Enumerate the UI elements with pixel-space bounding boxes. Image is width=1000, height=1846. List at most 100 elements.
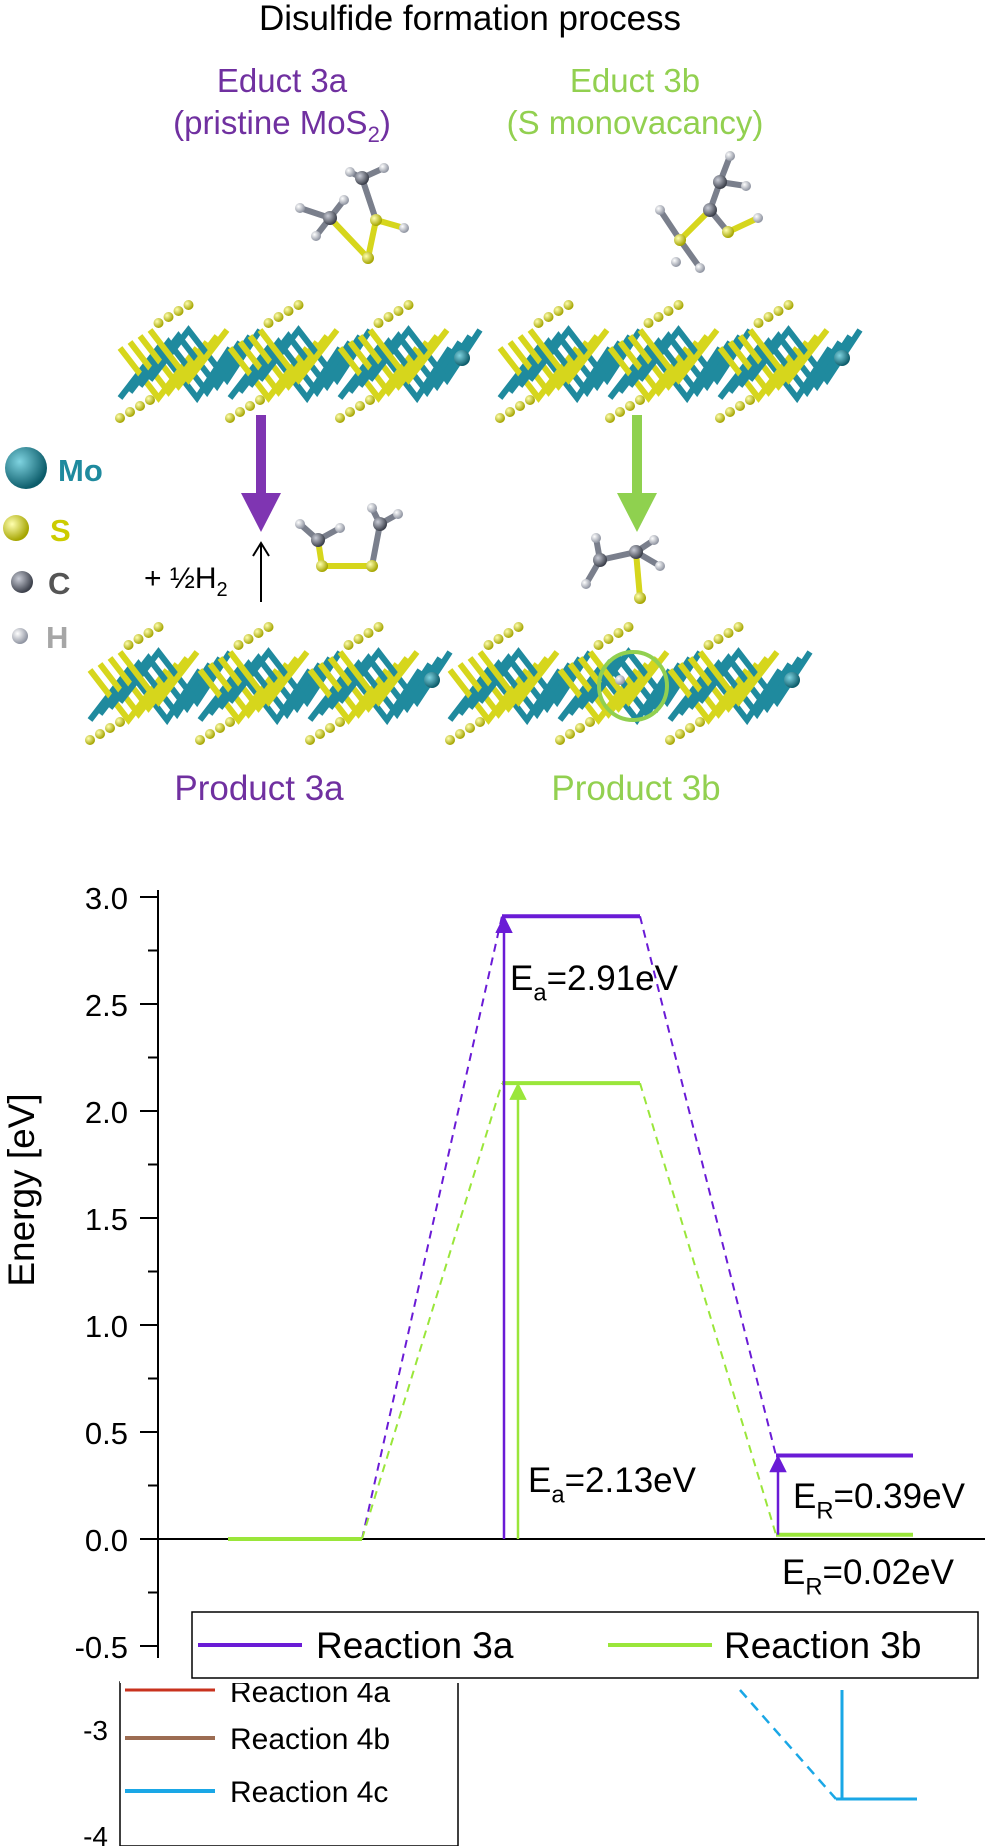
s-atom [623,622,634,632]
educt-a-sublabel: (pristine MoS2) [173,104,391,147]
figure-title: Disulfide formation process [259,0,681,38]
s-atom [555,735,565,745]
s-atom [225,413,235,423]
atom [629,545,643,559]
atom [373,517,387,531]
s-atom [95,729,105,739]
s-atom [625,401,635,411]
s-atom [325,723,335,733]
legend-label-reaction-3b: Reaction 3b [724,1625,921,1666]
mos2-lattice-product-b [445,622,813,745]
ytick-label: 2.5 [85,988,128,1023]
s-atom [533,318,544,328]
s-atom [355,401,365,411]
bond [633,549,643,601]
atom [581,579,591,589]
s-atom [483,640,494,650]
s-atom [153,318,164,328]
s-atom [273,312,284,322]
s-atom [315,729,325,739]
energy-diagram: 3.02.52.01.51.00.50.0-0.5 Energy [eV] Ea… [1,881,990,1846]
s-atom [343,640,354,650]
s-atom [465,723,475,733]
atom [311,231,321,241]
reaction-arrow-a [241,415,281,532]
s-atom [105,723,115,733]
atom [370,214,382,226]
atom [753,213,763,223]
s-atom [293,300,304,310]
s-atom [345,407,355,417]
disulfide-molecule-product-a [295,503,403,572]
s-atom [715,413,725,423]
s-atom [553,306,564,316]
ytick-label: 0.0 [85,1523,128,1558]
vacancy-circle [597,650,669,722]
molecule-educt-b [655,151,763,273]
bond [369,521,383,569]
atom [295,519,305,529]
s-atom [263,318,274,328]
s-bond [527,328,610,385]
bond [359,175,379,223]
main-legend-box [191,1611,979,1679]
s-atom [445,735,455,745]
s-atom [685,723,695,733]
y-ticks: 3.02.52.01.51.00.50.0-0.5 [75,881,158,1665]
atom [335,523,345,533]
s-atom [723,628,734,638]
atom [741,181,751,191]
atom [725,151,735,161]
s-atom [493,634,504,644]
h2-release-arrow [252,541,270,602]
s-atom [575,723,585,733]
s-label: S [50,513,71,548]
atom [295,203,305,213]
bond [657,207,683,243]
s-atom [495,413,505,423]
atom-legend: Mo S C H [3,447,103,655]
h-atom-icon [12,628,28,644]
h2-release-label: + ½H2 [144,562,228,601]
s-atom [763,312,774,322]
s-atom [695,717,705,727]
ea-3b-label: Ea=2.13eV [528,1461,697,1509]
s-bond [147,328,230,385]
atom [339,195,349,205]
educt-b-sublabel: (S monovacancy) [507,104,764,141]
reaction-3a-connector-fall [639,916,777,1456]
atom [722,226,734,238]
atom [655,205,665,215]
mo-atom [784,672,800,688]
s-atom [475,717,485,727]
mos2-lattice-educt-a [115,300,483,423]
s-atom [673,300,684,310]
s-atom [195,735,205,745]
c-label: C [48,566,70,601]
atom [713,175,727,189]
s-atom [133,634,144,644]
s-atom [365,395,375,405]
s-atom [305,735,315,745]
s-atom [525,395,535,405]
s-atom [603,634,614,644]
s-atom [233,640,244,650]
s-atom [145,395,155,405]
s-atom [653,312,664,322]
educt-b-label: Educt 3b [570,62,700,99]
y-axis-label: Energy [eV] [1,1093,42,1286]
molecule-educt-a [295,163,409,264]
s-atom [665,735,675,745]
er-3a-label: ER=0.39eV [793,1477,966,1525]
atom [379,163,389,173]
molecule-product-b [581,533,665,685]
s-atom [115,717,125,727]
s-atom [703,640,714,650]
legend-label-reaction-4c: Reaction 4c [230,1776,388,1809]
mo-label: Mo [58,453,103,488]
s-atom [403,300,414,310]
s-atom [115,413,125,423]
h-label: H [46,620,68,655]
s-atom [605,413,615,423]
s-atom [215,723,225,733]
